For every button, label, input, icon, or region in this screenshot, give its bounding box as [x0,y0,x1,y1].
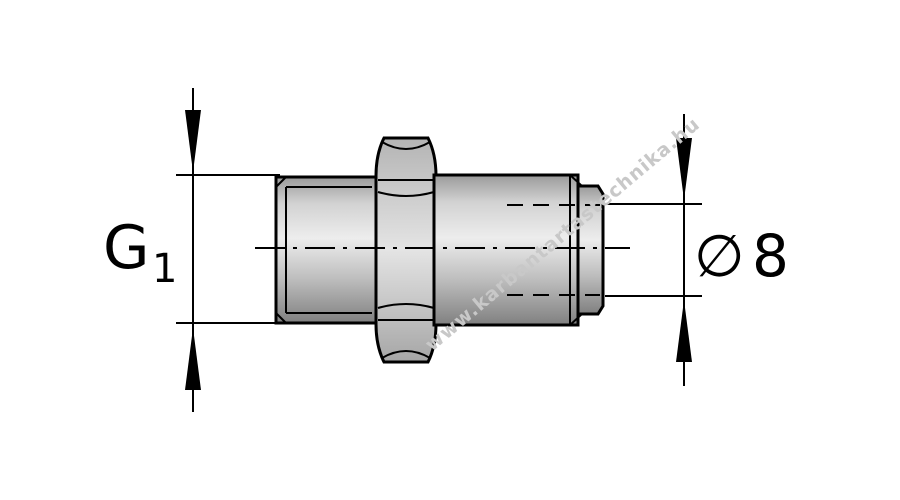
diameter-value: 8 [752,222,789,290]
hidden-bore-lines [507,204,600,296]
spigot-tip [576,184,605,316]
dia-arrow-top [676,138,692,200]
g1-arrow-bottom [185,328,201,390]
g-label: G [103,213,150,283]
dia-arrow-bottom [676,300,692,362]
hex-nut [374,136,438,364]
diameter-dimension [605,114,702,386]
threaded-shank [274,175,380,325]
g1-dimension [176,88,280,412]
body-sleeve [432,173,583,327]
g-subscript-label: 1 [152,246,177,292]
diameter-symbol: ∅ [694,222,745,290]
g1-arrow-top [185,110,201,172]
